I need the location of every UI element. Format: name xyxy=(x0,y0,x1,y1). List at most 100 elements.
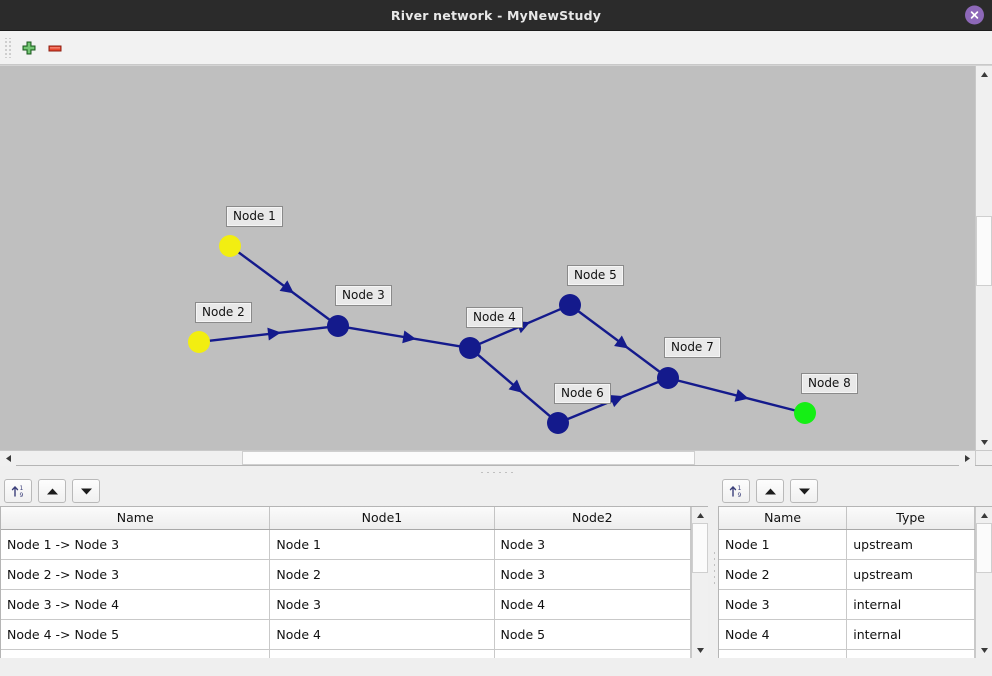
nodes-scroll-up-button[interactable] xyxy=(976,507,992,523)
move-reach-down-button[interactable] xyxy=(72,479,100,503)
table-cell[interactable] xyxy=(719,649,848,658)
remove-node-button[interactable] xyxy=(42,35,68,61)
move-reach-up-button[interactable] xyxy=(38,479,66,503)
table-cell[interactable]: Node 3 xyxy=(719,589,848,620)
nodes-vscroll-thumb[interactable] xyxy=(976,523,992,573)
table-cell[interactable]: Node 1 xyxy=(269,529,495,560)
nodes-vertical-scrollbar[interactable] xyxy=(975,507,992,658)
column-header[interactable]: Name xyxy=(1,507,271,530)
reaches-scroll-down-button[interactable] xyxy=(692,642,709,658)
graph-canvas[interactable]: Node 1 Node 2 Node 3 Node 4 Node 5 Node 6 Node… xyxy=(0,66,975,450)
chevron-right-icon xyxy=(964,455,970,462)
graph-node[interactable] xyxy=(657,367,679,389)
horizontal-splitter[interactable] xyxy=(0,465,992,476)
table-cell[interactable]: Node 5 xyxy=(494,619,692,650)
canvas-vscroll-thumb[interactable] xyxy=(976,215,992,287)
canvas-hscroll-track[interactable] xyxy=(16,451,959,465)
node-label[interactable]: Node 6 xyxy=(554,383,611,404)
scroll-left-button[interactable] xyxy=(0,451,16,466)
table-cell[interactable]: Node 4 xyxy=(719,619,848,650)
node-label[interactable]: Node 1 xyxy=(226,206,283,227)
table-cell[interactable]: Node 4 -> Node 5 xyxy=(1,619,271,650)
chevron-up-icon xyxy=(696,512,704,518)
reaches-scroll-up-button[interactable] xyxy=(692,507,709,523)
node-label[interactable]: Node 7 xyxy=(664,337,721,358)
table-cell[interactable]: Node 4 xyxy=(494,589,692,620)
graph-node[interactable] xyxy=(219,235,241,257)
toolbar-drag-handle[interactable] xyxy=(4,37,13,58)
table-cell[interactable]: upstream xyxy=(846,529,975,560)
chevron-down-icon xyxy=(980,439,988,445)
nodes-scroll-down-button[interactable] xyxy=(976,642,992,658)
graph-node[interactable] xyxy=(327,315,349,337)
move-node-down-button[interactable] xyxy=(790,479,818,503)
nodes-vscroll-track[interactable] xyxy=(976,523,992,642)
table-cell[interactable]: Node 3 -> Node 4 xyxy=(1,589,271,620)
reaches-vscroll-thumb[interactable] xyxy=(692,523,709,573)
graph-node[interactable] xyxy=(188,331,210,353)
table-cell[interactable] xyxy=(269,649,495,658)
add-node-button[interactable] xyxy=(16,35,42,61)
reaches-vscroll-track[interactable] xyxy=(692,523,709,642)
graph-node[interactable] xyxy=(459,337,481,359)
table-cell[interactable]: Node 1 xyxy=(719,529,848,560)
scroll-right-button[interactable] xyxy=(959,451,975,466)
reaches-vertical-scrollbar[interactable] xyxy=(691,507,709,658)
table-cell[interactable]: Node 4 xyxy=(269,619,495,650)
node-label[interactable]: Node 5 xyxy=(567,265,624,286)
column-header[interactable]: Node1 xyxy=(269,507,495,530)
canvas-vscroll-track[interactable] xyxy=(976,82,992,434)
table-cell[interactable]: internal xyxy=(846,589,975,620)
table-cell[interactable] xyxy=(494,649,692,658)
table-cell[interactable]: Node 2 xyxy=(719,559,848,590)
chevron-down-icon xyxy=(980,647,988,653)
graph-node[interactable] xyxy=(794,402,816,424)
scroll-up-button[interactable] xyxy=(976,66,992,82)
node-label[interactable]: Node 4 xyxy=(466,307,523,328)
svg-text:1: 1 xyxy=(738,485,742,492)
column-header[interactable]: Type xyxy=(846,507,975,530)
table-row[interactable] xyxy=(1,649,692,658)
table-cell[interactable]: Node 3 xyxy=(494,529,692,560)
table-cell[interactable]: Node 2 -> Node 3 xyxy=(1,559,271,590)
vertical-splitter[interactable] xyxy=(708,476,718,658)
graph-node[interactable] xyxy=(547,412,569,434)
table-cell[interactable]: Node 1 -> Node 3 xyxy=(1,529,271,560)
sort-reaches-button[interactable]: 1 9 xyxy=(4,479,32,503)
table-cell[interactable]: internal xyxy=(846,619,975,650)
table-cell[interactable]: Node 2 xyxy=(269,559,495,590)
tables-area: 1 9 xyxy=(0,476,992,658)
sort-nodes-button[interactable]: 1 9 xyxy=(722,479,750,503)
scroll-down-button[interactable] xyxy=(976,434,992,450)
table-cell[interactable]: Node 3 xyxy=(494,559,692,590)
node-label[interactable]: Node 2 xyxy=(195,302,252,323)
node-label[interactable]: Node 3 xyxy=(335,285,392,306)
node-label[interactable]: Node 8 xyxy=(801,373,858,394)
edge-arrow-icon xyxy=(734,389,749,402)
canvas-vertical-scrollbar[interactable] xyxy=(975,66,992,450)
table-cell[interactable] xyxy=(1,649,271,658)
table-cell[interactable] xyxy=(846,649,975,658)
table-cell[interactable]: upstream xyxy=(846,559,975,590)
table-row[interactable] xyxy=(719,649,975,658)
canvas-hscroll-thumb[interactable] xyxy=(242,451,695,465)
canvas-horizontal-scrollbar[interactable] xyxy=(0,450,975,466)
column-header[interactable]: Node2 xyxy=(494,507,692,530)
graph-node[interactable] xyxy=(559,294,581,316)
table-cell[interactable]: Node 3 xyxy=(269,589,495,620)
column-header[interactable]: Name xyxy=(719,507,848,530)
move-node-up-button[interactable] xyxy=(756,479,784,503)
close-button[interactable] xyxy=(965,5,984,25)
